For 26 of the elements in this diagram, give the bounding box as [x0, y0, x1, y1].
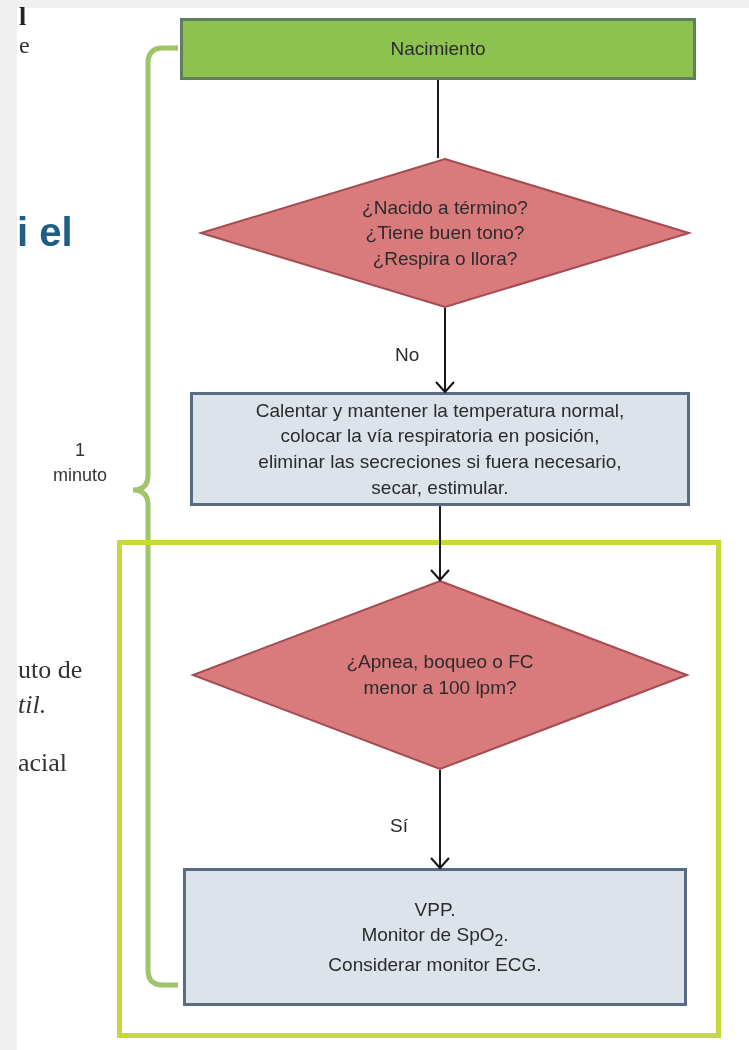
node-text: ¿Tiene buen tono?	[365, 221, 525, 246]
process-box	[190, 392, 690, 506]
node-text: Calentar y mantener la temperatura normal, colocar la vía respiratoria en posición, eliminar las secreciones si fuera necesario, secar, estimular.	[254, 398, 626, 500]
decision-diamond	[192, 580, 688, 770]
process-box	[183, 868, 687, 1006]
node-text: Monitor de SpO$_{2}$.	[361, 923, 509, 952]
text-fragment: e	[19, 32, 30, 59]
start-box	[180, 18, 696, 80]
node-text: ¿Respira o llora?	[372, 246, 518, 271]
connector-line	[437, 79, 439, 159]
step-frame	[117, 540, 721, 1038]
heading-fragment: i el	[17, 210, 73, 255]
node-text: VPP.	[414, 897, 456, 922]
text-fragment: l	[19, 2, 27, 32]
arrow	[435, 307, 455, 393]
decision-diamond	[200, 158, 690, 308]
bracket-label: 1 minuto	[52, 439, 108, 488]
arrow	[430, 505, 450, 581]
text-fragment: uto de	[18, 655, 83, 685]
text-fragment: til.	[18, 690, 47, 720]
text-fragment: acial	[18, 748, 68, 778]
node-text: ¿Nacido a término?	[362, 195, 528, 220]
node-text: Considerar monitor ECG.	[328, 952, 542, 977]
node-text: ¿Apnea, boqueo o FC menor a 100 lpm?	[345, 650, 535, 700]
arrow	[430, 769, 450, 869]
node-text: Nacimiento	[390, 37, 486, 62]
